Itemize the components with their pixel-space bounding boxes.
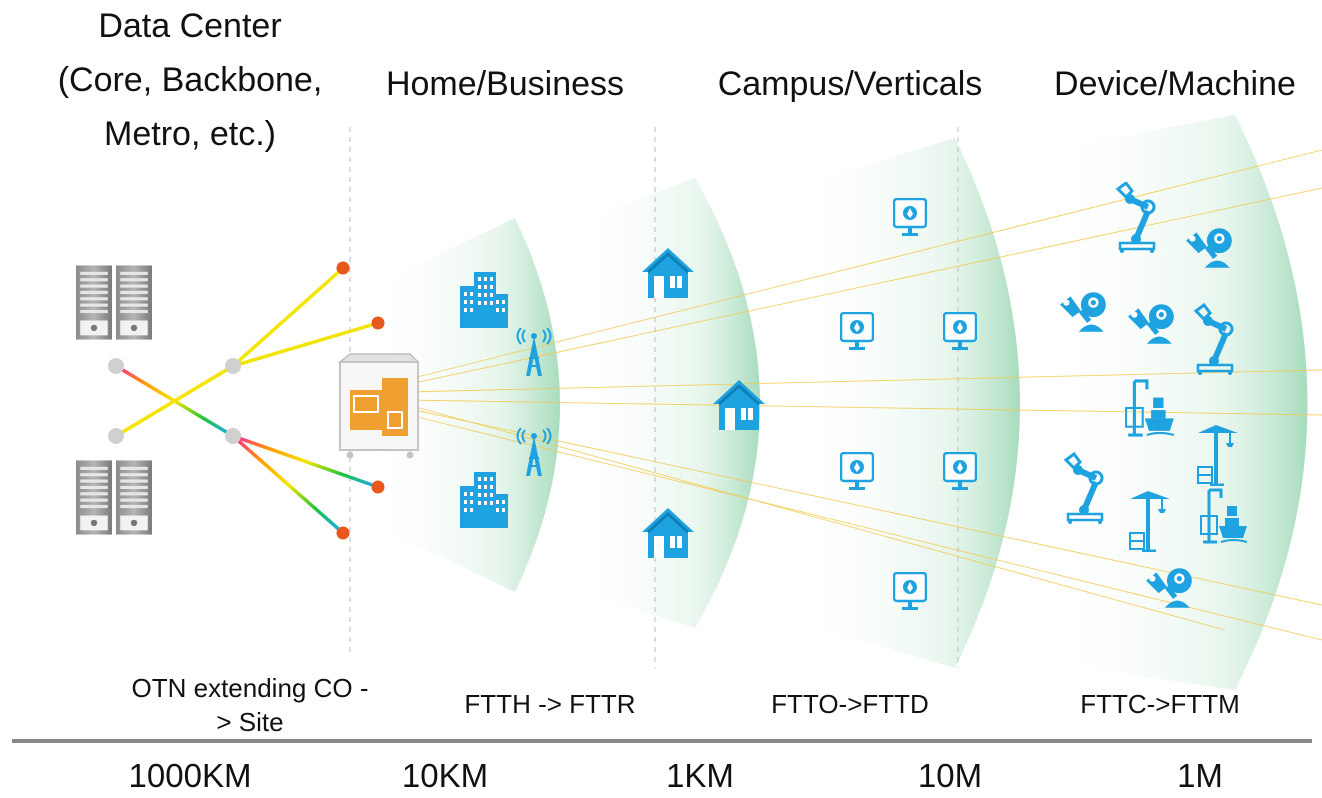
mesh-node xyxy=(225,358,241,374)
tech-otn-line2: > Site xyxy=(216,707,284,737)
distance-1000km: 1000KM xyxy=(128,757,252,794)
ray xyxy=(404,413,1322,641)
coverage-fans xyxy=(360,115,1308,690)
server-rack-icon xyxy=(116,265,152,340)
ray xyxy=(404,403,1226,631)
distance-1m: 1M xyxy=(1177,757,1223,794)
server-rack-icon xyxy=(76,265,112,340)
header-device-machine: Device/Machine xyxy=(1054,65,1296,103)
distance-10m: 10M xyxy=(917,757,983,794)
datacenter-title: Data Center xyxy=(98,7,282,45)
coverage-fan-4 xyxy=(1040,115,1308,690)
edge-nodes xyxy=(336,261,385,540)
distance-10km: 10KM xyxy=(401,757,489,794)
otn-cabinet-icon xyxy=(337,353,420,459)
datacenter-servers xyxy=(76,265,152,535)
optical-rays xyxy=(404,149,1322,641)
mesh-node xyxy=(225,428,241,444)
fiber-link xyxy=(231,266,345,368)
edge-node xyxy=(371,316,385,330)
fiber-link xyxy=(232,434,379,489)
datacenter-subtitle-line1: (Core, Backbone, xyxy=(57,61,323,99)
ray xyxy=(404,407,1322,606)
ray xyxy=(404,399,1322,416)
tech-ftto-fttd: FTTO->FTTD xyxy=(771,689,929,719)
ray xyxy=(404,187,1322,386)
server-rack-icon xyxy=(116,460,152,535)
fiber-link xyxy=(115,364,234,438)
ray xyxy=(404,369,1322,393)
server-rack-icon xyxy=(76,460,112,535)
header-home-business: Home/Business xyxy=(385,65,625,103)
edge-node xyxy=(336,261,350,275)
tech-otn-line1: OTN extending CO - xyxy=(131,673,369,703)
tech-fttc-fttm: FTTC->FTTM xyxy=(1080,689,1240,719)
ray xyxy=(404,149,1322,381)
distance-1km: 1KM xyxy=(666,757,734,794)
mesh-nodes xyxy=(108,358,241,444)
fiber-link xyxy=(231,434,345,535)
coverage-fan-2 xyxy=(568,178,760,628)
fiber-link xyxy=(232,321,379,368)
edge-node xyxy=(336,526,350,540)
edge-node xyxy=(371,480,385,494)
header-campus-verticals: Campus/Verticals xyxy=(717,65,983,103)
fiber-mesh xyxy=(114,266,472,535)
coverage-fan-1 xyxy=(360,218,560,592)
tech-ftth-fttr: FTTH -> FTTR xyxy=(464,689,636,719)
coverage-fan-3 xyxy=(790,138,1020,668)
mesh-node xyxy=(108,358,124,374)
datacenter-subtitle-line2: Metro, etc.) xyxy=(104,115,276,153)
mesh-node xyxy=(108,428,124,444)
